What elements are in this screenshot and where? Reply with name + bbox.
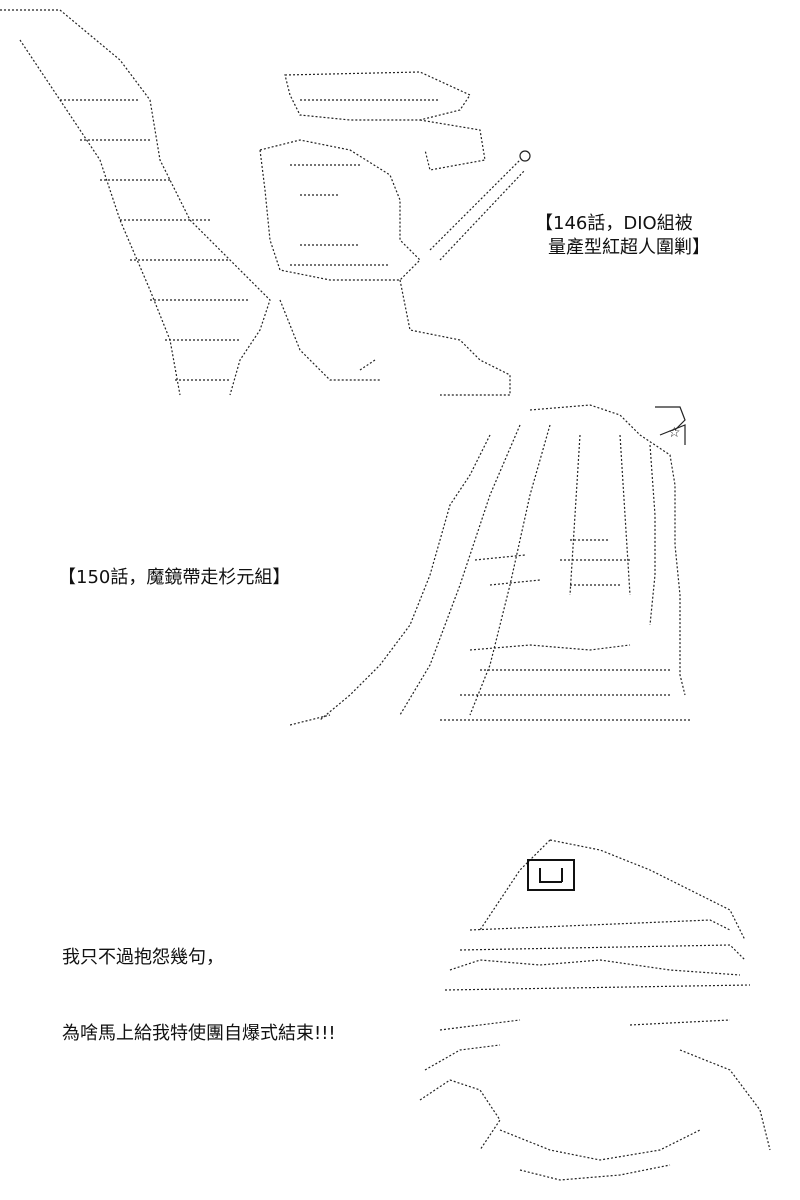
staff-orb-icon — [519, 150, 531, 162]
ascii-art-girl-with-hat — [400, 830, 800, 1190]
ascii-art-girl-with-hat-drawing — [419, 839, 771, 1181]
ascii-art-red-superman-drawing — [0, 9, 531, 396]
ascii-art-long-hair-girl: ☆ — [290, 395, 800, 740]
scene1-caption-line2: 量產型紅超人圍剿】 — [548, 237, 710, 258]
scene3-caption-line1: 我只不過抱怨幾句， — [62, 947, 224, 968]
scene1-caption-line1: 【146話，DIO組被 — [535, 213, 693, 234]
hat-emblem-icon — [527, 859, 575, 891]
ascii-art-red-superman — [0, 0, 800, 410]
scene3-caption-line2: 為啥馬上給我特使團自爆式結束!!! — [62, 1023, 336, 1044]
scene2-caption: 【150話，魔鏡帶走杉元組】 — [58, 567, 291, 588]
star-icon: ☆ — [668, 425, 681, 441]
ascii-art-long-hair-girl-drawing: ☆ — [290, 404, 690, 726]
